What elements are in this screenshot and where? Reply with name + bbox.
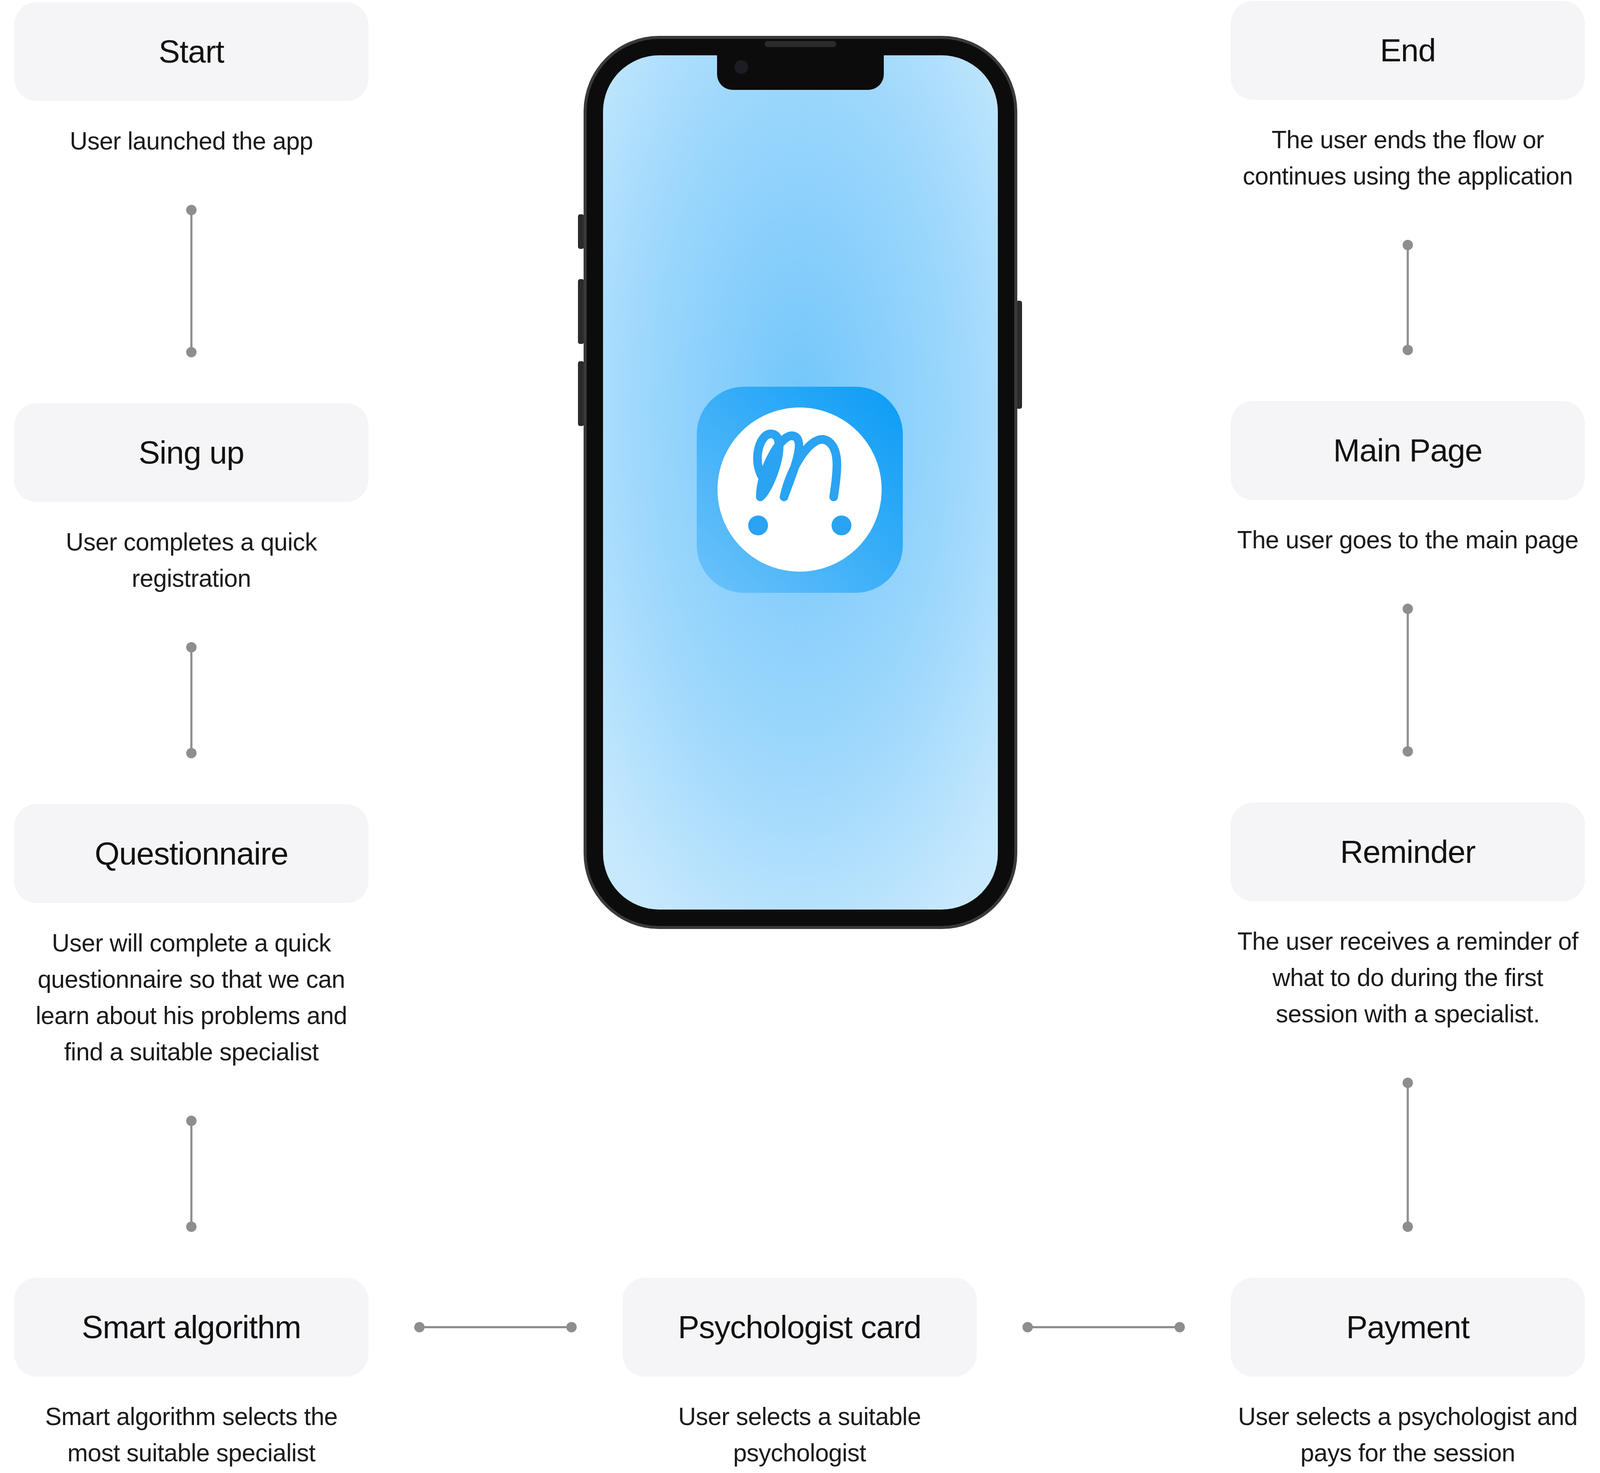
step-title: Psychologist card — [678, 1308, 922, 1346]
step-title: Questionnaire — [94, 834, 289, 872]
step-connector — [186, 641, 197, 759]
step-title: End — [1380, 31, 1436, 69]
step-description: The user ends the flow or continues usin… — [1230, 121, 1585, 194]
step-title: Main Page — [1333, 431, 1483, 469]
step-node: ReminderThe user receives a reminder of … — [1230, 802, 1585, 1032]
step-description: The user goes to the main page — [1230, 521, 1585, 558]
step-connector — [186, 204, 197, 358]
step-connector — [1402, 239, 1413, 356]
step-description: User selects a psychologist and pays for… — [1230, 1397, 1585, 1471]
step-box: Start — [14, 2, 369, 102]
step-node: PaymentUser selects a psychologist and p… — [1230, 1277, 1585, 1471]
step-description: User completes a quick registration — [14, 523, 369, 597]
step-box: Smart algorithm — [14, 1277, 369, 1377]
step-title: Reminder — [1340, 833, 1476, 870]
step-connector — [1402, 603, 1413, 757]
step-box: Questionnaire — [14, 803, 369, 903]
step-description: User launched the app — [14, 122, 369, 159]
step-node: EndThe user ends the flow or continues u… — [1230, 0, 1585, 194]
step-connector — [186, 1115, 197, 1232]
step-title: Payment — [1346, 1308, 1470, 1346]
step-connector — [1402, 1077, 1413, 1232]
step-description: Smart algorithm selects the most suitabl… — [14, 1397, 369, 1471]
step-box: Payment — [1230, 1277, 1585, 1377]
step-node: Main PageThe user goes to the main page — [1230, 400, 1585, 558]
step-node: Sing up User completes a quick registrati… — [14, 403, 369, 597]
step-box: Sing up — [14, 403, 369, 502]
step-description: User will complete a quick questionnaire… — [14, 924, 369, 1070]
step-box: Main Page — [1230, 400, 1585, 500]
step-box: Reminder — [1230, 802, 1585, 902]
step-connector — [1022, 1321, 1185, 1333]
step-node: Psychologist cardUser selects a suitable… — [622, 1277, 977, 1471]
step-description: The user receives a reminder of what to … — [1230, 922, 1585, 1032]
step-description: User selects a suitable psychologist — [622, 1397, 977, 1471]
step-box: End — [1230, 0, 1585, 100]
step-title: Sing up — [138, 434, 245, 471]
step-box: Psychologist card — [622, 1277, 977, 1377]
step-connector — [414, 1321, 577, 1333]
step-node: Smart algorithmSmart algorithm selects t… — [14, 1277, 369, 1471]
step-node: QuestionnaireUser will complete a quick … — [14, 803, 369, 1070]
step-node: StartUser launched the app — [14, 2, 369, 159]
step-title: Start — [158, 33, 224, 70]
step-title: Smart algorithm — [81, 1308, 301, 1346]
